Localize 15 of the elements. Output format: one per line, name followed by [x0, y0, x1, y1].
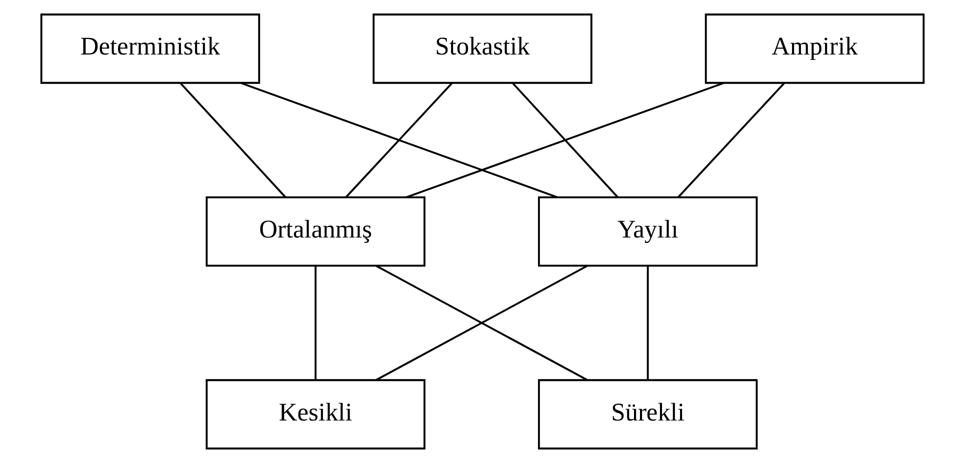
node-box: Sürekli [538, 379, 758, 450]
node-box: Ortalanmış [206, 196, 426, 267]
node-box: Stokastik [372, 14, 592, 84]
connector [646, 266, 649, 380]
connector [512, 82, 618, 198]
node-box: Kesikli [206, 379, 426, 450]
node-box: Ampirik [704, 14, 925, 84]
connector [406, 82, 724, 198]
connector [345, 82, 453, 198]
connector [314, 266, 317, 380]
node-box: Yayılı [538, 196, 758, 267]
node-box: Deterministik [40, 14, 260, 84]
connector [678, 82, 785, 198]
connector [240, 82, 558, 198]
connector [180, 82, 286, 198]
